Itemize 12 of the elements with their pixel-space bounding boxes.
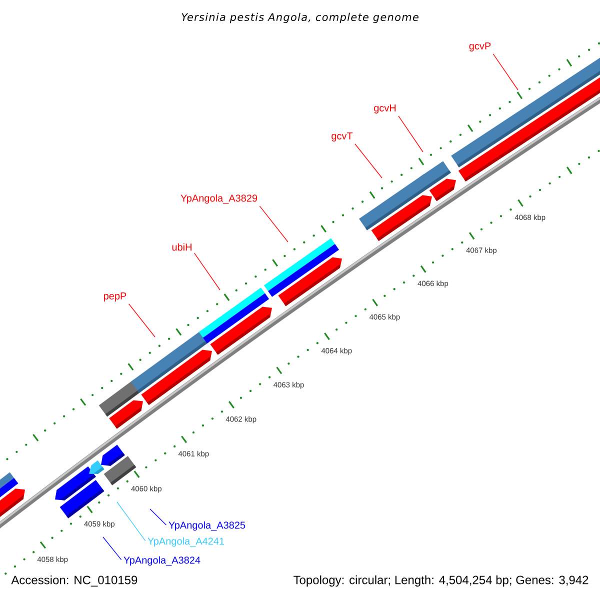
gene-label: ubiH	[172, 243, 192, 251]
footer-text: Accession: NC_010159	[11, 575, 138, 587]
gene-label: YpAngola_A3824	[124, 556, 200, 566]
gene-label: pepP	[104, 292, 126, 302]
gene-label: YpAngola_A3829	[180, 194, 258, 204]
gene-label: gcvP	[469, 42, 491, 52]
footer-text: Topology: circular; Length: 4,504,254 bp; Genes: 3,942	[294, 575, 588, 587]
gene-label: gcvT	[332, 132, 353, 142]
gene-label: gcvH	[374, 104, 396, 114]
gene-label: YpAngola_A4241	[148, 537, 224, 547]
gene-label: YpAngola_A3825	[168, 521, 246, 531]
title: Yersinia pestis Angola, complete genome	[182, 12, 418, 24]
